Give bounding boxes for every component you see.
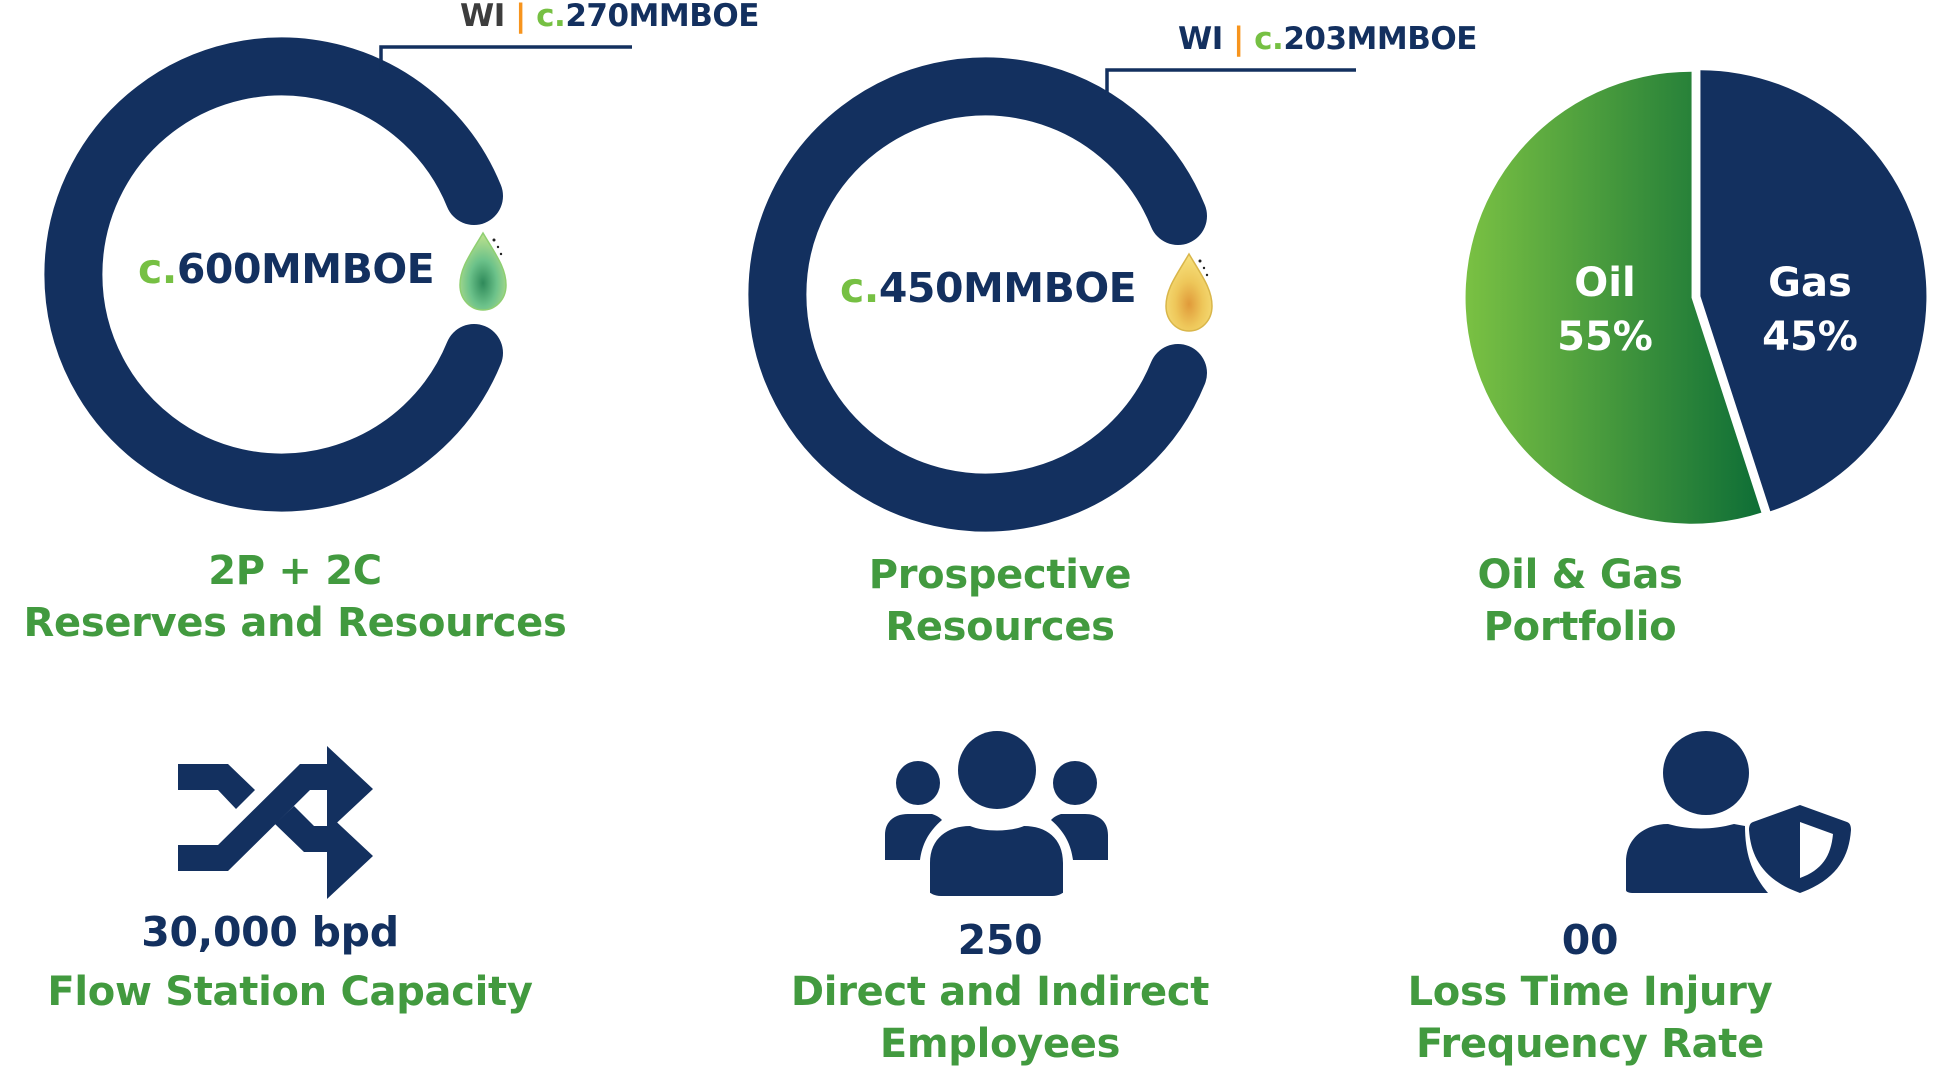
wi-prefix: WI xyxy=(460,0,505,34)
wi-value: 270MMBOE xyxy=(565,0,759,34)
portfolio-title: Oil & Gas Portfolio xyxy=(1280,549,1880,653)
wi-c-prefix: c. xyxy=(1254,21,1284,57)
center-value: 600MMBOE xyxy=(176,245,435,293)
center-value: 450MMBOE xyxy=(878,264,1137,312)
stat-employees: 250 Direct and Indirect Employees xyxy=(700,914,1300,1070)
wi-label-2: WI | c.203MMBOE xyxy=(1178,21,1477,57)
reserves-center-value: c.600MMBOE xyxy=(138,245,435,293)
title-line: Portfolio xyxy=(1483,604,1677,650)
title-line: Resources xyxy=(885,604,1115,650)
pie-label-gas: Gas 45% xyxy=(1760,256,1860,364)
stat-value: 250 xyxy=(957,916,1043,964)
title-line: 2P + 2C xyxy=(208,548,382,594)
pie-slice-oil xyxy=(1465,71,1762,524)
center-c-prefix: c. xyxy=(138,245,177,293)
prospective-ring xyxy=(748,57,1207,532)
center-c-prefix: c. xyxy=(840,264,879,312)
pie-label-oil-name: Oil xyxy=(1574,260,1636,306)
pie-label-oil-pct: 55% xyxy=(1557,314,1653,360)
stat-label: Direct and Indirect xyxy=(790,969,1210,1015)
reserves-title: 2P + 2C Reserves and Resources xyxy=(0,545,590,649)
stat-value: 00 xyxy=(1561,916,1619,964)
title-line: Reserves and Resources xyxy=(23,600,567,646)
wi-prefix: WI xyxy=(1178,21,1223,57)
wi-c-prefix: c. xyxy=(536,0,566,34)
wi-leader-line-1 xyxy=(379,45,632,72)
stat-label: Employees xyxy=(879,1021,1121,1067)
stat-value: 30,000 bpd xyxy=(141,908,399,956)
title-line: Oil & Gas xyxy=(1477,552,1683,598)
users-group-icon xyxy=(885,731,1108,896)
prospective-center-value: c.450MMBOE xyxy=(840,264,1137,312)
stat-label: Frequency Rate xyxy=(1416,1021,1764,1067)
wi-leader-line-2 xyxy=(1105,68,1356,96)
title-line: Prospective xyxy=(868,552,1132,598)
wi-label-1: WI | c.270MMBOE xyxy=(460,0,759,34)
stat-label: Flow Station Capacity xyxy=(47,969,533,1015)
wi-separator: | xyxy=(515,0,526,34)
green-oil-drop-icon xyxy=(459,231,507,311)
user-shield-icon xyxy=(1626,731,1851,893)
prospective-title: Prospective Resources xyxy=(700,549,1300,653)
wi-separator: | xyxy=(1233,21,1244,57)
shuffle-arrows-icon xyxy=(178,746,373,899)
stat-ltifr: 00 Loss Time Injury Frequency Rate xyxy=(1290,914,1890,1070)
oil-gas-pie-chart xyxy=(1465,70,1927,524)
stat-flow-station: 30,000 bpd Flow Station Capacity xyxy=(0,906,580,1018)
gold-oil-drop-icon xyxy=(1165,252,1213,332)
stat-label: Loss Time Injury xyxy=(1407,969,1773,1015)
pie-label-gas-name: Gas xyxy=(1768,260,1852,306)
wi-value: 203MMBOE xyxy=(1283,21,1477,57)
reserves-ring xyxy=(44,37,503,512)
pie-label-gas-pct: 45% xyxy=(1762,314,1858,360)
pie-label-oil: Oil 55% xyxy=(1555,256,1655,364)
pie-slice-gas xyxy=(1700,70,1927,512)
